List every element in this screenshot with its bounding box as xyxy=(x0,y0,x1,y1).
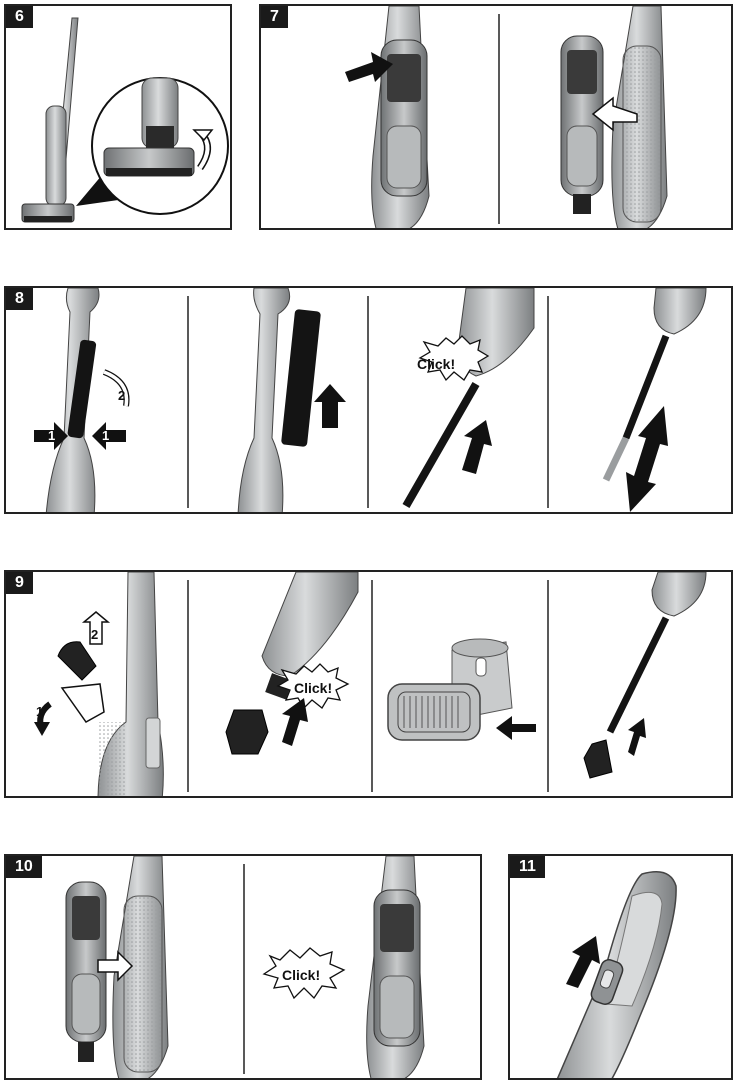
click-label-10: Click! xyxy=(282,967,320,983)
step-number-6: 6 xyxy=(6,6,33,28)
step-number-11: 11 xyxy=(510,856,545,878)
step-9-label-2: 2 xyxy=(91,627,98,642)
step-9-panel: 9 2 1 Click! xyxy=(4,570,733,798)
step-9-label-1: 1 xyxy=(36,704,43,719)
click-burst-1 xyxy=(418,335,490,382)
step-8-label-1b: 1 xyxy=(102,428,109,443)
step-9-illustration: 2 1 Click! xyxy=(34,572,707,796)
step-8-label-2: 2 xyxy=(118,388,125,403)
click-label-9: Click! xyxy=(294,680,332,696)
click-burst-2 xyxy=(276,663,350,710)
step-11-illustration xyxy=(556,871,677,1078)
step-7-panel: 7 xyxy=(259,4,733,230)
click-burst-3 xyxy=(262,947,346,1000)
step-6-panel: 6 xyxy=(4,4,232,230)
step-number-7: 7 xyxy=(261,6,288,28)
step-6-illustration xyxy=(21,17,229,223)
step-11-panel: 11 xyxy=(508,854,733,1080)
step-10-panel: 10 Click! xyxy=(4,854,482,1080)
click-label-8: Click! xyxy=(417,356,455,372)
step-number-10: 10 xyxy=(6,856,42,878)
step-8-illustration: 2 1 1 Click! xyxy=(34,288,707,512)
step-8-panel: 8 2 1 1 Click! xyxy=(4,286,733,514)
step-number-9: 9 xyxy=(6,572,33,594)
step-10-illustration: Click! xyxy=(65,856,425,1078)
step-number-8: 8 xyxy=(6,288,33,310)
step-7-illustration xyxy=(345,6,668,228)
step-8-label-1a: 1 xyxy=(48,428,55,443)
